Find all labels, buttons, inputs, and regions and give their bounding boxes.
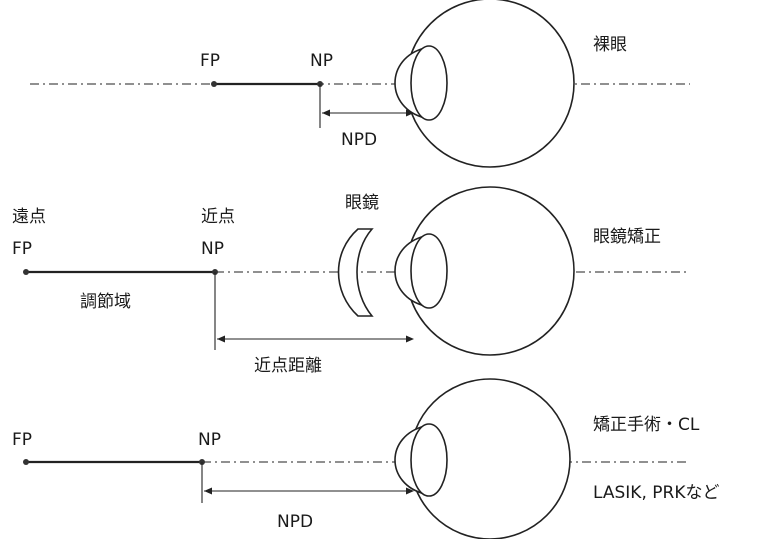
row-title-naked-eye: 裸眼 (593, 35, 627, 55)
far-point-marker (23, 269, 29, 275)
npd-label: NPD (341, 130, 377, 150)
arrow-left-icon (204, 488, 212, 495)
row-title-surgery-cl: 矯正手術・CL (593, 415, 700, 435)
far-point-label: FP (200, 51, 220, 71)
far-point-kanji: 遠点 (12, 207, 46, 227)
arrow-right-icon (406, 336, 414, 343)
row-title-glasses-correction: 眼鏡矯正 (593, 227, 661, 247)
near-point-label: NP (310, 51, 333, 71)
far-point-label: FP (12, 430, 32, 450)
near-point-label: NP (198, 430, 221, 450)
far-point-label: FP (12, 239, 32, 259)
far-point-marker (211, 81, 217, 87)
row-subtitle-surgery: LASIK, PRKなど (593, 483, 719, 503)
arrow-left-icon (322, 110, 330, 117)
glasses-label: 眼鏡 (345, 193, 379, 213)
near-point-distance-label: 近点距離 (254, 356, 322, 376)
far-point-marker (23, 459, 29, 465)
near-point-kanji: 近点 (201, 207, 235, 227)
crystalline-lens (411, 46, 447, 120)
row-naked-eye: FP NP NPD 裸眼 (30, 0, 690, 167)
crystalline-lens (411, 234, 447, 308)
row-glasses-correction: 遠点 FP 近点 NP 調節域 近点距離 眼鏡 眼鏡矯正 (12, 187, 690, 376)
accommodation-range-label: 調節域 (80, 292, 131, 312)
npd-label: NPD (277, 512, 313, 532)
arrow-left-icon (217, 336, 225, 343)
near-point-label: NP (201, 239, 224, 259)
glasses-lens (339, 229, 373, 316)
row-surgery-cl: FP NP NPD 矯正手術・CL LASIK, PRKなど (12, 379, 719, 539)
crystalline-lens (411, 424, 447, 496)
